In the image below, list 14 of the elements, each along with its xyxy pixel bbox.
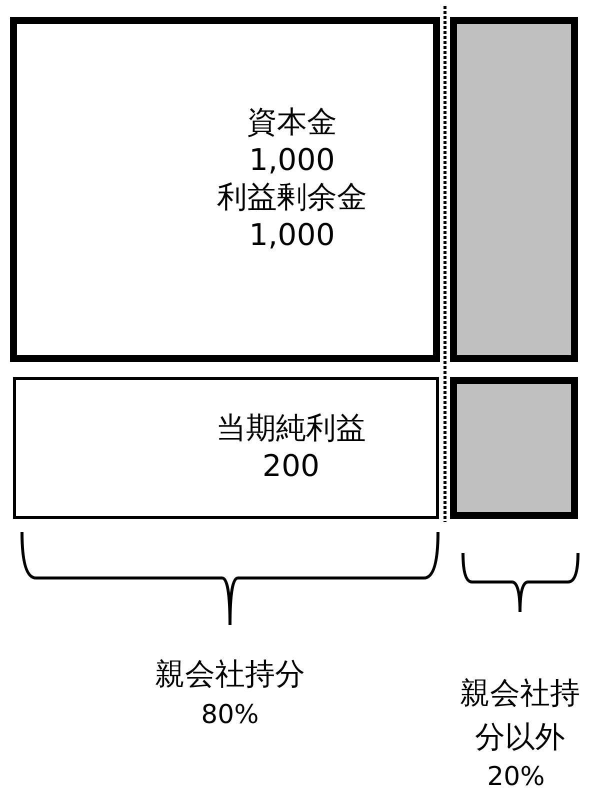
shaded-box: [450, 17, 578, 362]
amount-value: 1,000: [249, 142, 335, 179]
percentage-label: 80%: [200, 699, 260, 732]
share-label: 親会社持分: [154, 656, 306, 694]
share-label: 親会社持分以外: [459, 675, 581, 756]
percentage-label: 20%: [486, 761, 546, 794]
amount-value: 200: [262, 448, 320, 485]
amount-value: 1,000: [249, 216, 335, 254]
account-name: 利益剰余金: [217, 179, 367, 216]
account-name: 資本金: [247, 104, 337, 142]
account-box: [10, 17, 440, 362]
account-box: [13, 377, 439, 519]
shaded-box: [450, 377, 578, 519]
account-name: 当期純利益: [216, 410, 366, 448]
